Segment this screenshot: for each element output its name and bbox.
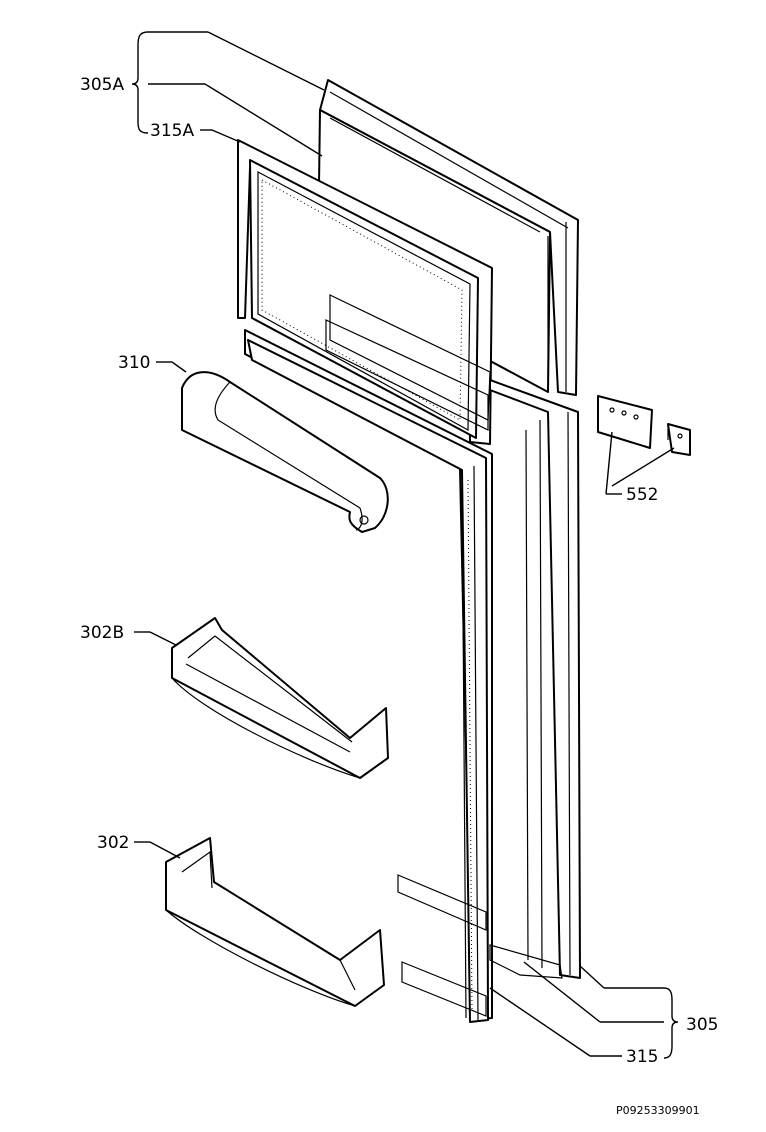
upper-gasket (237, 139, 493, 445)
label-315a: 315A (150, 121, 194, 141)
label-302b: 302B (80, 623, 124, 643)
hinge-parts (597, 395, 691, 456)
butter-compartment (181, 371, 389, 533)
label-302: 302 (97, 833, 129, 853)
lower-door-shelf (165, 837, 385, 1007)
label-552: 552 (626, 485, 658, 505)
label-310: 310 (118, 353, 150, 373)
leader-lines (131, 31, 679, 1059)
upper-door-shelf (171, 617, 389, 779)
label-305a: 305A (80, 75, 124, 95)
reference-code: P09253309901 (616, 1104, 700, 1117)
label-305: 305 (686, 1015, 718, 1035)
label-315: 315 (626, 1047, 658, 1067)
lower-gasket (247, 339, 563, 1023)
